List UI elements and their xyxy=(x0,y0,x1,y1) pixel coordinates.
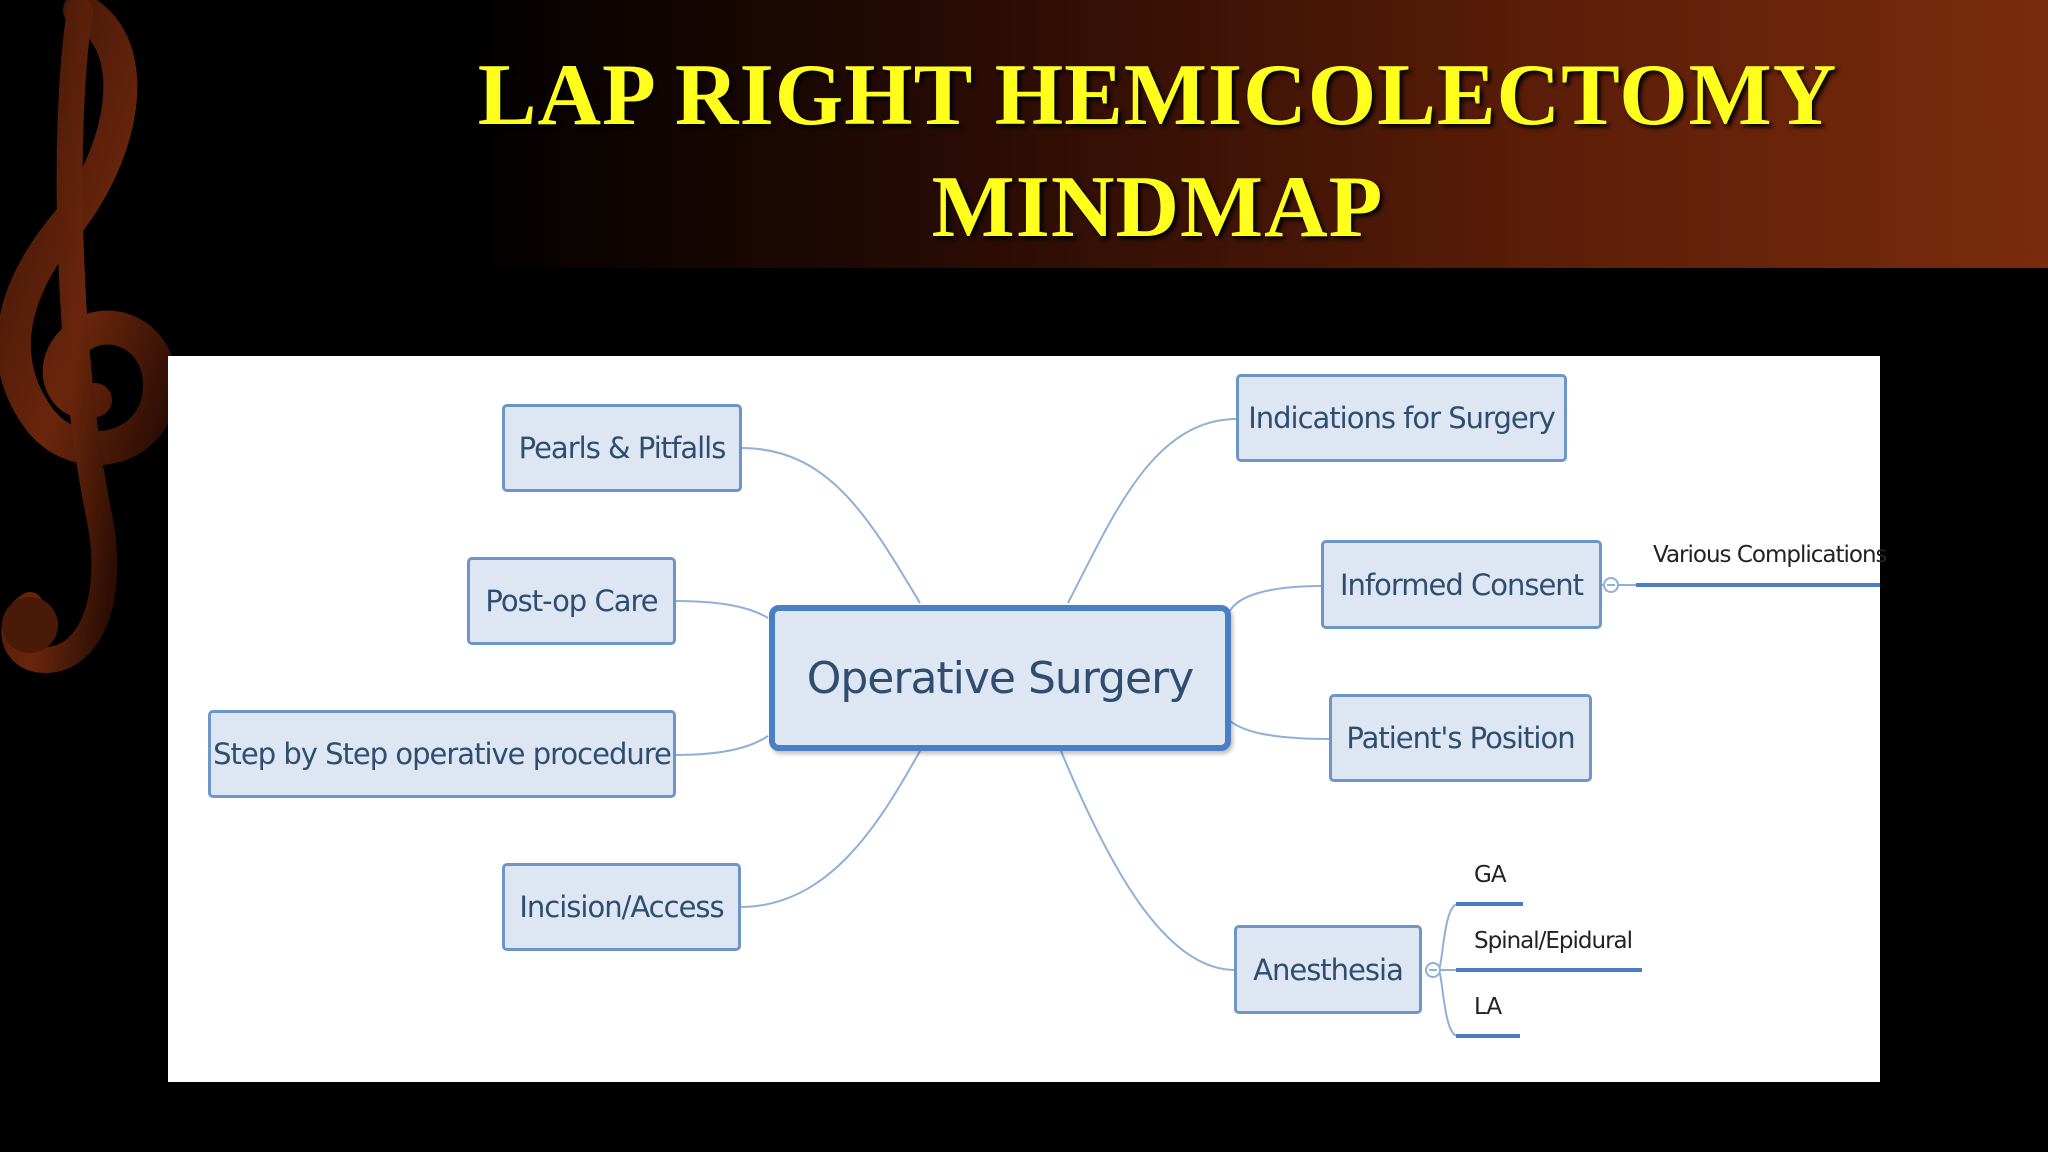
link-position xyxy=(1229,720,1331,740)
title-banner xyxy=(0,0,2048,268)
link-anes-ga xyxy=(1437,903,1459,971)
node-post-op-care[interactable]: Post-op Care xyxy=(467,557,676,645)
node-label: Patient's Position xyxy=(1346,721,1575,755)
node-label: Indications for Surgery xyxy=(1248,401,1556,435)
link-anesthesia xyxy=(1060,750,1236,971)
mindmap-connectors xyxy=(674,418,1880,1038)
link-anes-la xyxy=(1437,969,1459,1037)
link-postop xyxy=(674,600,769,619)
node-label: Step by Step operative procedure xyxy=(213,737,672,771)
slide-title: LAP RIGHT HEMICOLECTOMY MINDMAP xyxy=(330,40,1985,264)
central-node-label: Operative Surgery xyxy=(806,652,1195,704)
node-label: Informed Consent xyxy=(1339,567,1584,602)
central-node[interactable]: Operative Surgery xyxy=(769,605,1231,751)
node-incision-access[interactable]: Incision/Access xyxy=(502,863,741,951)
link-indications xyxy=(1067,418,1238,604)
mindmap-panel: Operative Surgery Pearls & Pitfalls Post… xyxy=(168,356,1888,1082)
link-incision xyxy=(739,750,921,908)
slide-title-line-2: MINDMAP xyxy=(931,159,1384,256)
leaf-ga[interactable]: GA xyxy=(1474,862,1507,888)
node-anesthesia[interactable]: Anesthesia xyxy=(1234,925,1422,1014)
leaf-various-complications[interactable]: Various Complications xyxy=(1653,542,1888,568)
link-pearls xyxy=(740,447,921,604)
leaf-spinal-epidural[interactable]: Spinal/Epidural xyxy=(1474,928,1633,954)
node-patients-position[interactable]: Patient's Position xyxy=(1329,694,1592,782)
link-step xyxy=(674,735,769,756)
node-step-by-step[interactable]: Step by Step operative procedure xyxy=(208,710,676,798)
node-pearls-pitfalls[interactable]: Pearls & Pitfalls xyxy=(502,404,742,492)
node-label: Anesthesia xyxy=(1253,952,1404,987)
treble-clef-icon xyxy=(0,0,178,674)
node-label: Incision/Access xyxy=(519,890,724,924)
node-label: Pearls & Pitfalls xyxy=(518,431,727,465)
node-informed-consent[interactable]: Informed Consent xyxy=(1321,540,1602,629)
node-indications[interactable]: Indications for Surgery xyxy=(1236,374,1567,462)
link-consent xyxy=(1229,585,1323,612)
node-label: Post-op Care xyxy=(485,584,658,618)
slide-title-line-1: LAP RIGHT HEMICOLECTOMY xyxy=(477,47,1838,144)
leaf-la[interactable]: LA xyxy=(1474,994,1502,1020)
